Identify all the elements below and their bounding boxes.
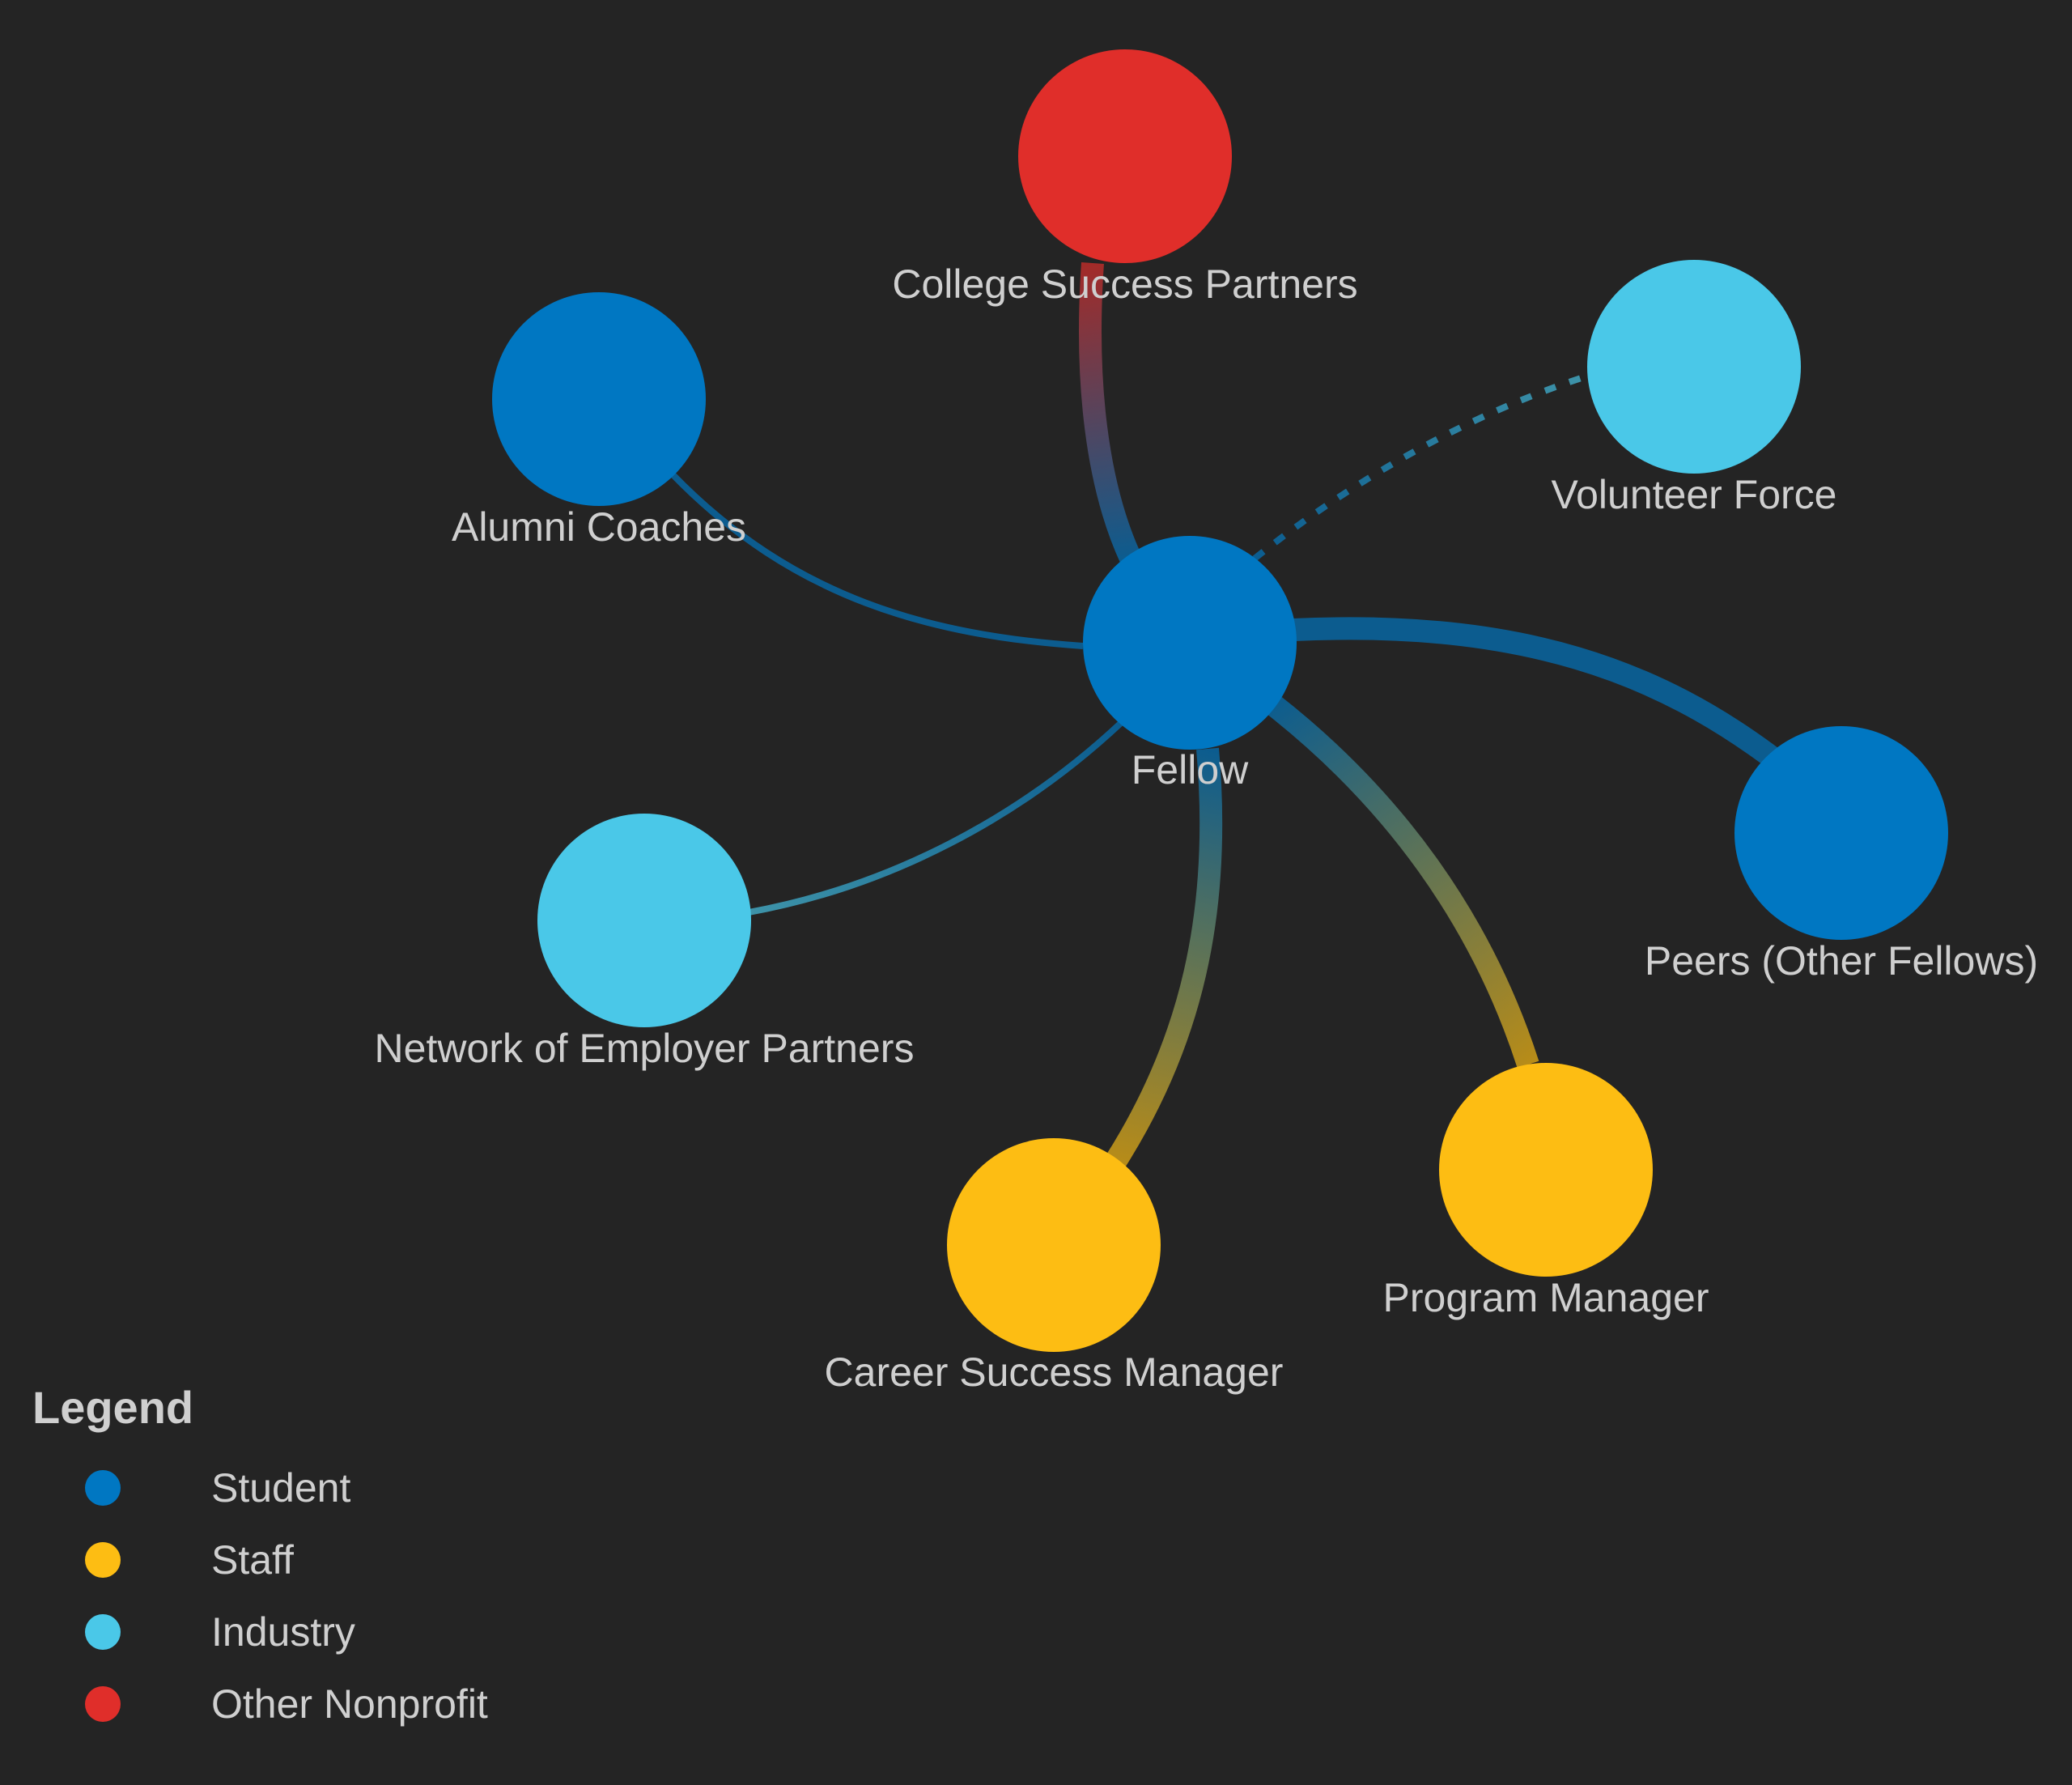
node-alumni[interactable] (492, 292, 706, 506)
node-college[interactable] (1018, 49, 1232, 263)
node-label-program: Program Manager (1383, 1275, 1709, 1320)
edge-fellow-program (1263, 693, 1539, 1069)
legend-label-industry: Industry (211, 1609, 355, 1655)
node-label-employer: Network of Employer Partners (375, 1026, 915, 1071)
node-employer[interactable] (537, 814, 751, 1027)
node-volunteer[interactable] (1587, 260, 1801, 474)
edge-fellow-career (1106, 747, 1223, 1168)
node-label-volunteer: Volunteer Force (1552, 472, 1837, 517)
node-label-career: Career Success Manager (825, 1349, 1284, 1395)
edge-fellow-college (1079, 262, 1142, 565)
node-program[interactable] (1439, 1063, 1653, 1277)
legend-swatch-staff (85, 1542, 121, 1578)
legend-swatch-student (85, 1470, 121, 1506)
edge-fellow-volunteer (1252, 373, 1588, 562)
legend-swatch-industry (85, 1614, 121, 1650)
legend-label-student: Student (211, 1465, 350, 1511)
node-label-peers: Peers (Other Fellows) (1645, 938, 2038, 984)
node-peers[interactable] (1734, 726, 1948, 940)
node-fellow[interactable] (1083, 536, 1297, 750)
edge-fellow-peers (1293, 617, 1784, 771)
edge-fellow-alumni (669, 471, 1084, 649)
legend-title: Legend (32, 1382, 193, 1433)
node-label-college: College Success Partners (892, 261, 1357, 307)
nodes-layer (492, 49, 1948, 1352)
legend-swatch-other_nonprofit (85, 1686, 121, 1722)
legend-label-other_nonprofit: Other Nonprofit (211, 1681, 488, 1727)
edge-fellow-employer (748, 720, 1123, 916)
node-career[interactable] (947, 1138, 1161, 1352)
edges-layer (669, 262, 1784, 1168)
legend-label-staff: Staff (211, 1537, 294, 1583)
node-label-fellow: Fellow (1132, 747, 1249, 793)
node-label-alumni: Alumni Coaches (452, 504, 746, 550)
